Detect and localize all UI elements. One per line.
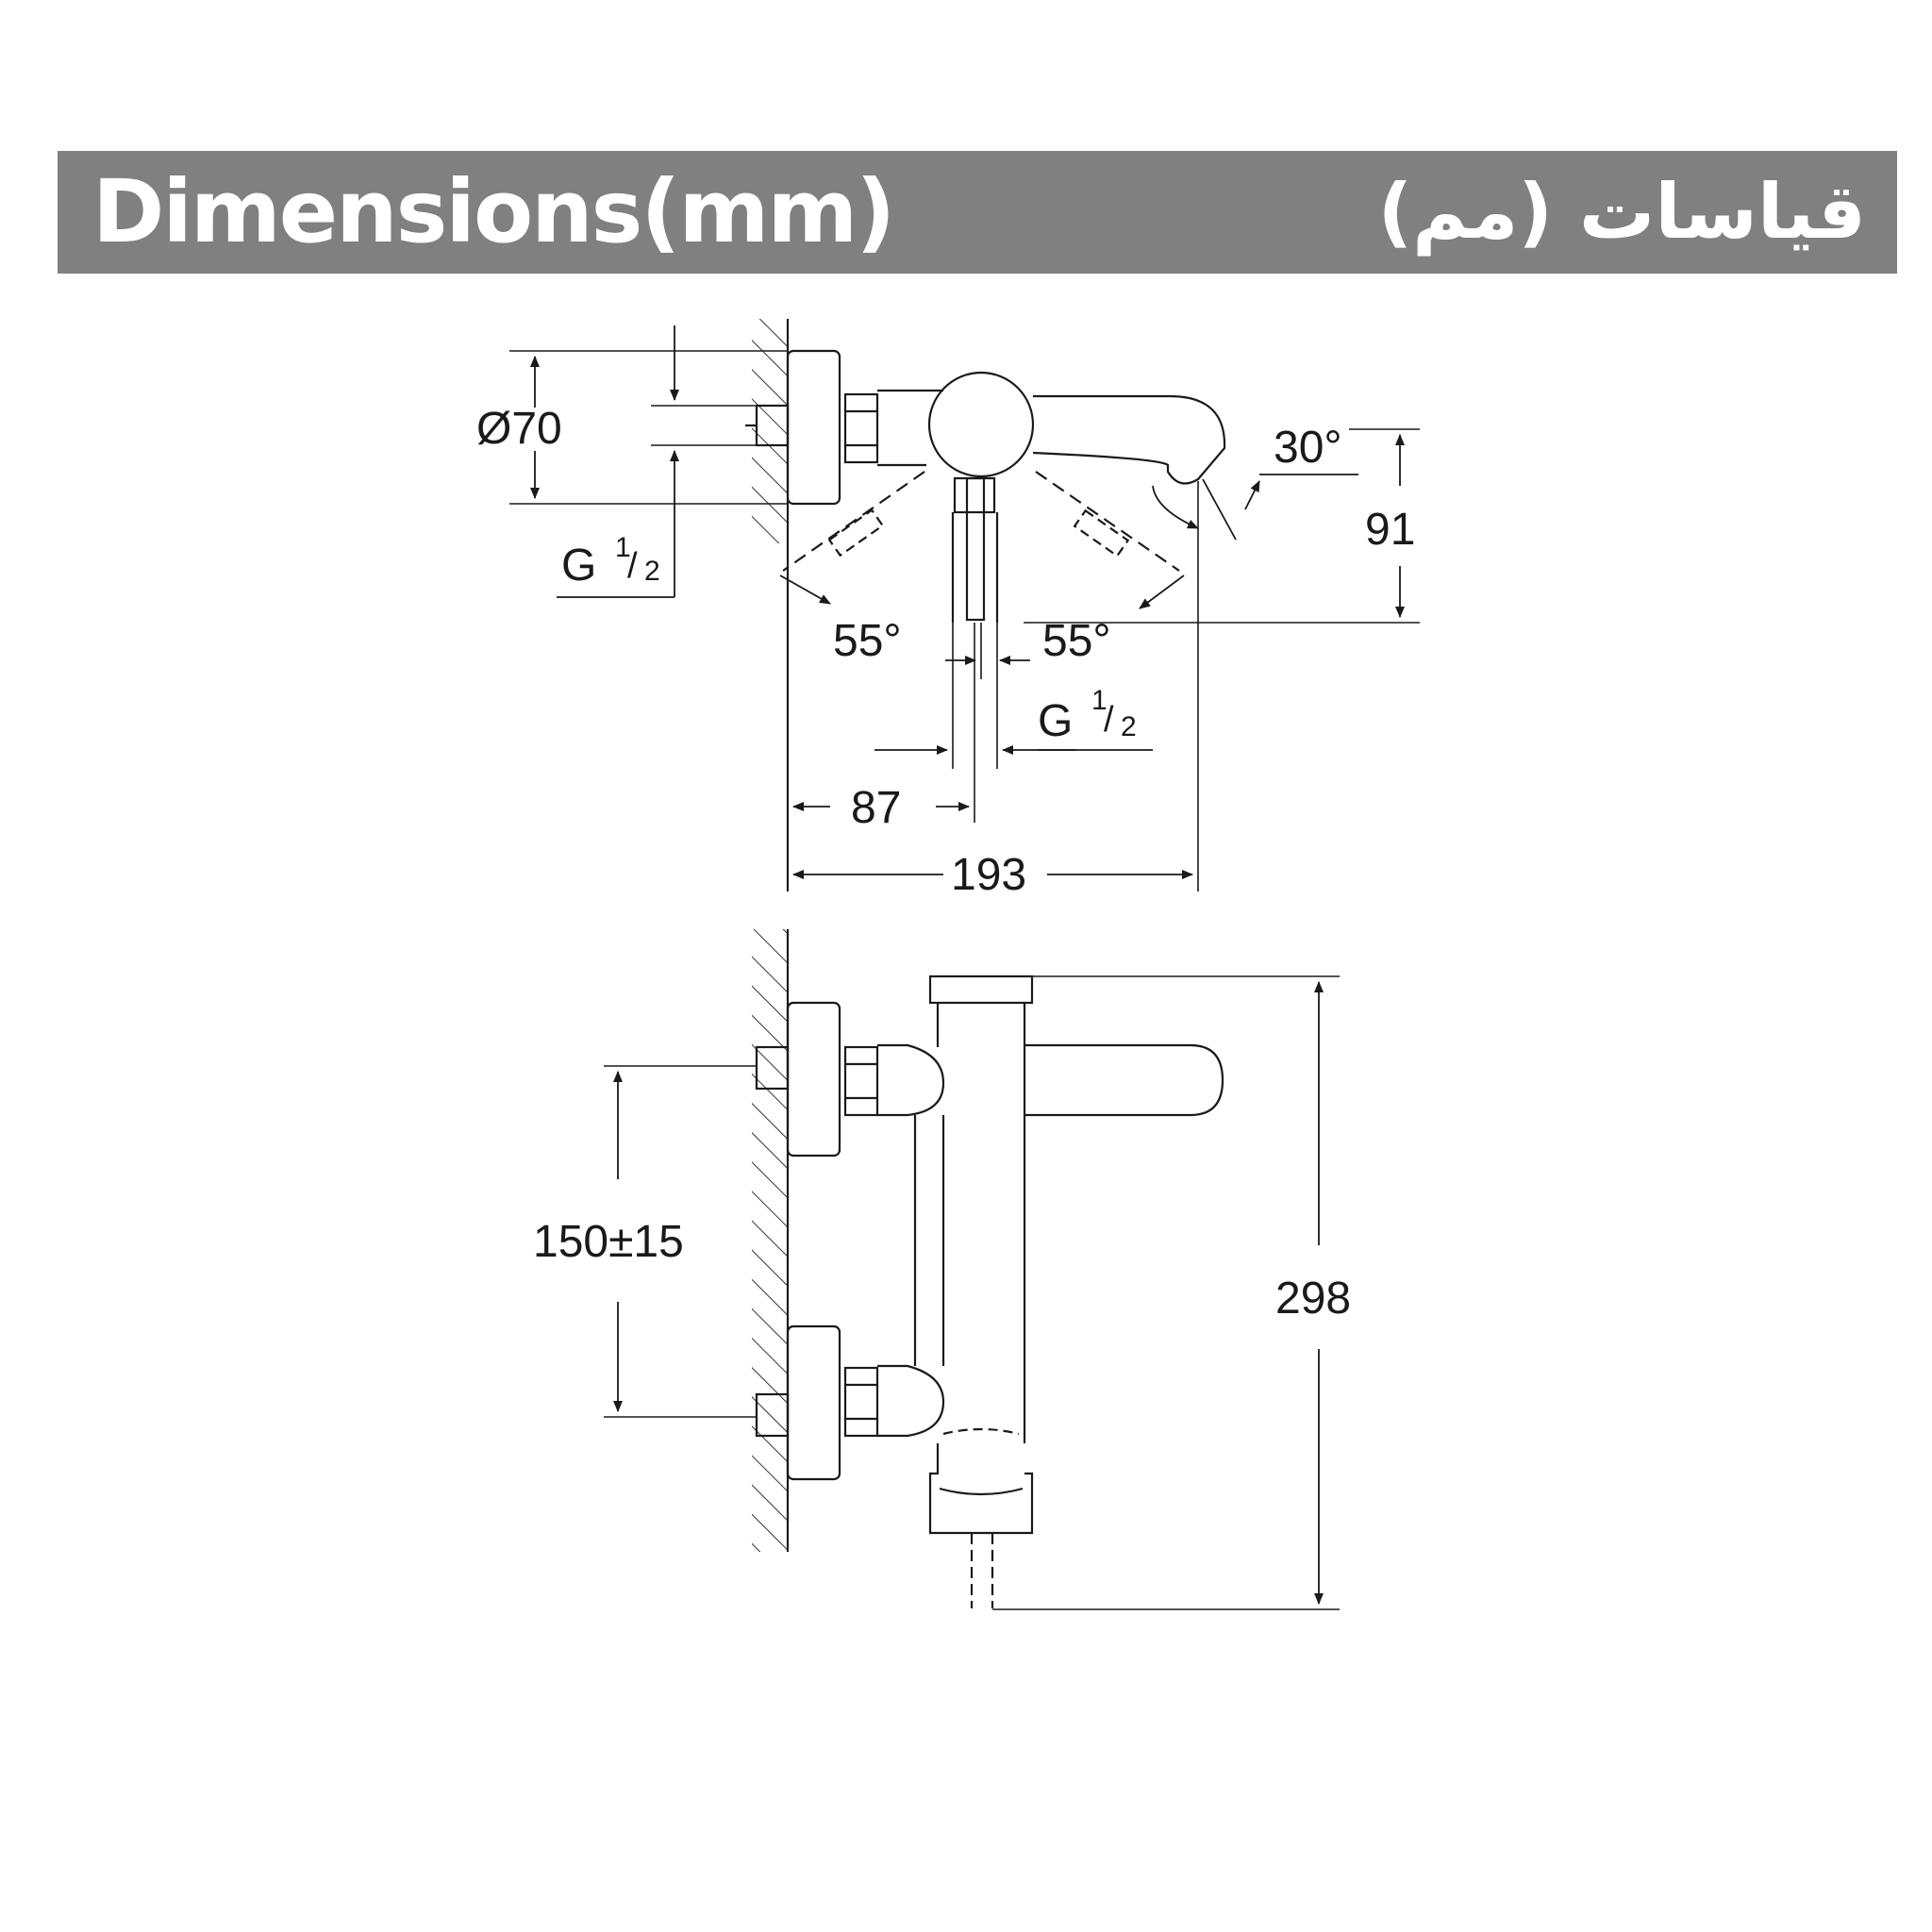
top-view [509,319,1420,891]
hex-nut-top [843,392,879,464]
body-bottom [928,1443,1034,1535]
rosette-lower [786,1324,841,1481]
label-outlet-offset: 87 [851,783,901,833]
label-inlet-thread: G [561,541,596,591]
lever-front [1024,1043,1224,1117]
rosette-top [786,349,841,506]
label-inlet-thread-den: 2 [644,556,660,587]
front-view [604,929,1340,1610]
header-banner [58,151,1897,274]
label-inlet-thread-slash: / [627,546,638,586]
label-outlet-thread-slash: / [1104,700,1114,740]
title-english: Dimensions(mm) [92,161,895,262]
label-spout-height: 91 [1365,505,1415,555]
hex-nut-upper [843,1045,879,1117]
mixer-body-top [927,371,1035,478]
label-total-projection: 193 [951,850,1026,900]
label-outlet-thread-num: 1 [1091,685,1108,716]
wall-hatch-front [752,929,788,1552]
wall-hatch-top [752,319,788,543]
lever-hub-top [953,476,996,514]
label-handle-angle-right: 55° [1042,616,1111,666]
rosette-upper [786,1001,841,1158]
spout-top [1032,394,1226,485]
pipe-stub-upper [755,1045,790,1091]
label-handle-angle-left: 55° [833,616,902,666]
label-total-height: 298 [1275,1274,1351,1324]
label-spout-angle: 30° [1274,423,1342,473]
label-outlet-thread-den: 2 [1121,711,1137,742]
elbow-upper [877,1043,945,1117]
lever-top [965,476,986,622]
label-outlet-thread: G [1038,696,1073,746]
pipe-stub-lower [755,1392,790,1438]
label-inlet-thread-num: 1 [615,532,631,563]
title-arabic: قياسات (مم) [1377,168,1866,256]
hex-nut-lower [843,1366,879,1438]
body-top-cap [928,974,1034,1005]
label-inlet-centers: 150±15 [533,1217,684,1267]
label-rosette-diameter: Ø70 [476,404,562,454]
elbow-lower [877,1364,945,1438]
